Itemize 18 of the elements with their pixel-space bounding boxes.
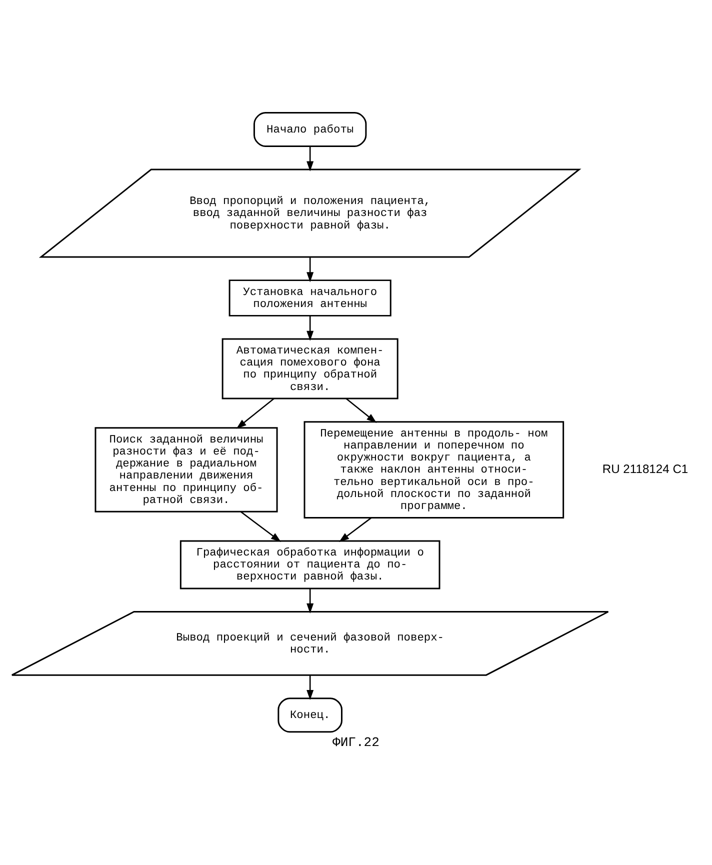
node-box: Поиск заданной величины разности фаз и её под- держание в радиальном направлении движения антенны по принципу об- ратной связи.: [94, 426, 278, 512]
arrow: [346, 398, 377, 422]
arrow: [306, 588, 314, 613]
node-box: Автоматическая компен- сация помехового фона по принципу обратной связи.: [222, 338, 398, 399]
arrow: [306, 674, 314, 700]
arrow: [339, 516, 372, 542]
label: RU 2118124 C1: [602, 461, 688, 476]
arrow: [240, 510, 282, 542]
arrow: [306, 315, 314, 340]
node-box: Начало работы: [253, 111, 367, 146]
node-box: Конец.: [278, 697, 342, 732]
caption: ФИГ.22: [332, 734, 380, 750]
node-box: Графическая обработка информации о расстоянии от пациента до по- верхности равной фазы.: [180, 540, 440, 589]
arrow: [306, 146, 314, 171]
node-box: Установка начального положения антенны: [228, 279, 392, 316]
node-box: Перемещение антенны в продоль- ном направлении и поперечном по окружности вокруг пациента, а также наклон антенны относи- тельно вертикальной оси в про- дольной плоскости по заданной программе.: [304, 420, 564, 518]
arrow: [306, 256, 314, 282]
arrow: [236, 398, 274, 428]
